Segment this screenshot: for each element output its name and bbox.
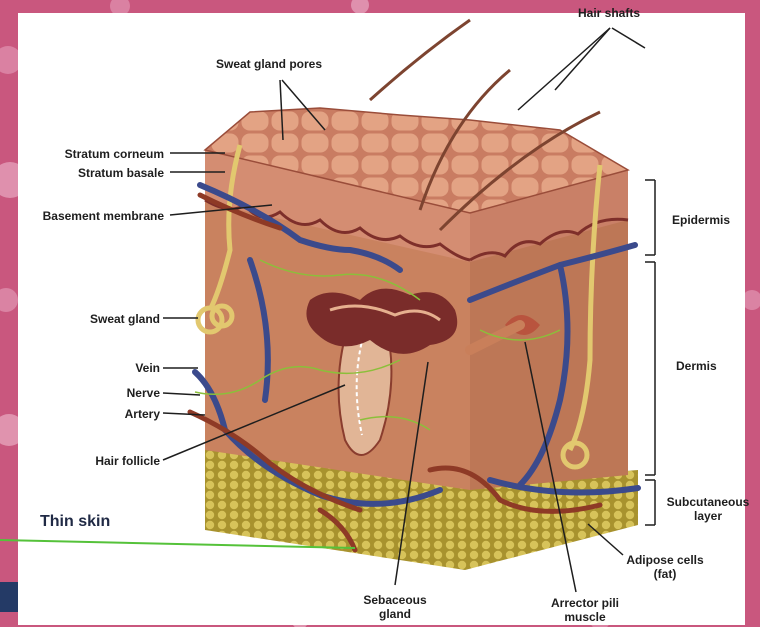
label-stratum-corneum: Stratum corneum <box>48 147 164 161</box>
label-sebaceous-gland-line1: Sebaceous <box>335 593 455 607</box>
label-adipose-line1: Adipose cells <box>605 553 725 567</box>
label-artery: Artery <box>100 407 160 421</box>
label-dermis: Dermis <box>676 359 717 373</box>
label-adipose-cells: Adipose cells (fat) <box>605 553 725 581</box>
label-sweat-gland-pores: Sweat gland pores <box>216 57 322 71</box>
label-arrector-pili-line1: Arrector pili <box>520 596 650 610</box>
label-sebaceous-gland: Sebaceous gland <box>335 593 455 621</box>
label-hair-follicle: Hair follicle <box>60 454 160 468</box>
label-stratum-basale: Stratum basale <box>48 166 164 180</box>
label-arrector-pili: Arrector pili muscle <box>520 596 650 624</box>
label-epidermis: Epidermis <box>672 213 730 227</box>
label-vein: Vein <box>100 361 160 375</box>
caption-thin-skin: Thin skin <box>40 513 110 531</box>
label-subcutaneous-layer: Subcutaneous layer <box>660 495 756 523</box>
label-hair-shafts: Hair shafts <box>578 6 640 20</box>
label-subcutaneous-line1: Subcutaneous <box>660 495 756 509</box>
label-sebaceous-gland-line2: gland <box>335 607 455 621</box>
label-subcutaneous-line2: layer <box>660 509 756 523</box>
label-nerve: Nerve <box>100 386 160 400</box>
label-sweat-gland: Sweat gland <box>60 312 160 326</box>
label-basement-membrane: Basement membrane <box>18 209 164 223</box>
label-adipose-line2: (fat) <box>605 567 725 581</box>
label-arrector-pili-line2: muscle <box>520 610 650 624</box>
